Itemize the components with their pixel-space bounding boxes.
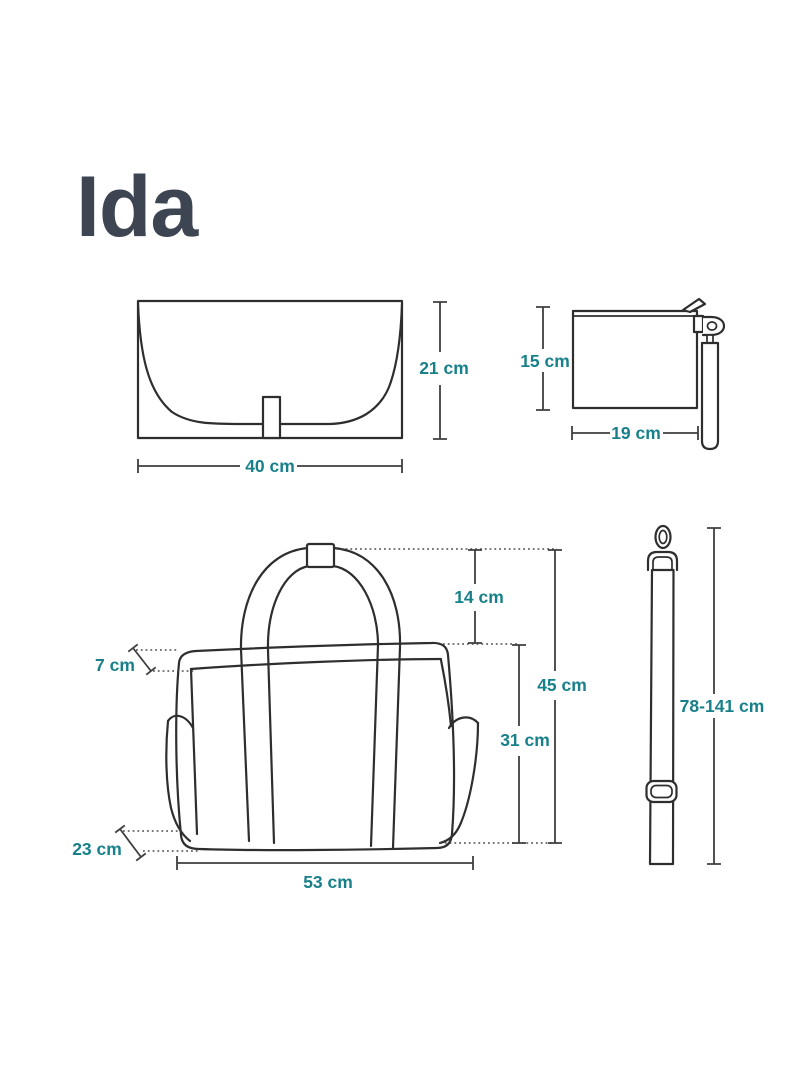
bag-right-strap bbox=[369, 643, 402, 850]
mat-height-dimension: 21 cm bbox=[419, 301, 469, 440]
shoulder-strap-drawing bbox=[645, 524, 679, 866]
bag-left-strap bbox=[239, 647, 276, 845]
bag-handle-right-inner bbox=[331, 564, 380, 647]
pouch-height-dimension: 15 cm bbox=[520, 306, 570, 411]
bag-width-dimension: 53 cm bbox=[176, 856, 474, 892]
bag-drawing bbox=[165, 542, 480, 852]
pouch-drawing bbox=[571, 297, 726, 451]
mat-width-label: 40 cm bbox=[245, 456, 295, 476]
pouch-wrist-strap bbox=[700, 341, 720, 451]
bag-body-height-label: 31 cm bbox=[500, 730, 550, 750]
bag-handle-drop-dimension: 14 cm bbox=[454, 549, 504, 644]
changing-mat-drawing bbox=[136, 299, 404, 440]
bag-body-height-dimension: 31 cm bbox=[500, 644, 550, 844]
mat-width-dimension: 40 cm bbox=[137, 456, 403, 476]
strap-ring-inner bbox=[658, 529, 668, 545]
strap-length-dimension: 78-141 cm bbox=[680, 527, 765, 865]
pouch-zipper-pull bbox=[681, 297, 707, 314]
bag-handle-left-inner bbox=[266, 564, 311, 652]
bag-width-label: 53 cm bbox=[303, 872, 353, 892]
bag-dotted-guides bbox=[123, 548, 557, 852]
strap-length-label: 78-141 cm bbox=[680, 696, 765, 716]
page-title: Ida bbox=[76, 159, 198, 255]
bag-handle-drop-label: 14 cm bbox=[454, 587, 504, 607]
pouch-width-label: 19 cm bbox=[611, 423, 661, 443]
bag-left-pocket-lip bbox=[166, 714, 195, 730]
strap-buckle-inner bbox=[650, 784, 673, 799]
bag-handle-right-outer bbox=[332, 546, 402, 648]
bag-handle-left-outer bbox=[239, 546, 310, 652]
bag-left-pocket-outer bbox=[165, 719, 192, 843]
bag-total-height-label: 45 cm bbox=[537, 675, 587, 695]
pouch-clip-hole bbox=[706, 321, 718, 331]
strap-band bbox=[648, 568, 675, 866]
mat-height-label: 21 cm bbox=[419, 358, 469, 378]
strap-hook-outer bbox=[646, 550, 679, 572]
pouch-width-dimension: 19 cm bbox=[571, 423, 699, 443]
bag-bottom-depth-label: 23 cm bbox=[72, 839, 122, 859]
strap-hook-inner bbox=[652, 556, 673, 571]
bag-front-top-edge bbox=[189, 657, 443, 671]
bag-body bbox=[175, 641, 456, 852]
mat-flap-curve bbox=[136, 301, 404, 426]
bag-right-pocket-outer bbox=[438, 721, 480, 845]
pouch-clip-housing bbox=[692, 314, 705, 334]
bag-front-right-edge bbox=[439, 658, 453, 728]
bag-bottom-depth-dimension: 23 cm bbox=[72, 824, 147, 862]
bag-total-height-dimension: 45 cm bbox=[537, 549, 587, 844]
mat-tab bbox=[261, 395, 282, 440]
bag-top-depth-label: 7 cm bbox=[95, 655, 135, 675]
pouch-strap-link bbox=[706, 334, 714, 344]
bag-front-left-edge bbox=[189, 667, 199, 836]
bag-top-depth-dimension: 7 cm bbox=[95, 643, 157, 676]
bag-right-pocket-lip bbox=[447, 716, 480, 730]
pouch-height-label: 15 cm bbox=[520, 351, 570, 371]
pouch-outline bbox=[571, 309, 699, 410]
bag-handle-connector bbox=[305, 542, 336, 569]
